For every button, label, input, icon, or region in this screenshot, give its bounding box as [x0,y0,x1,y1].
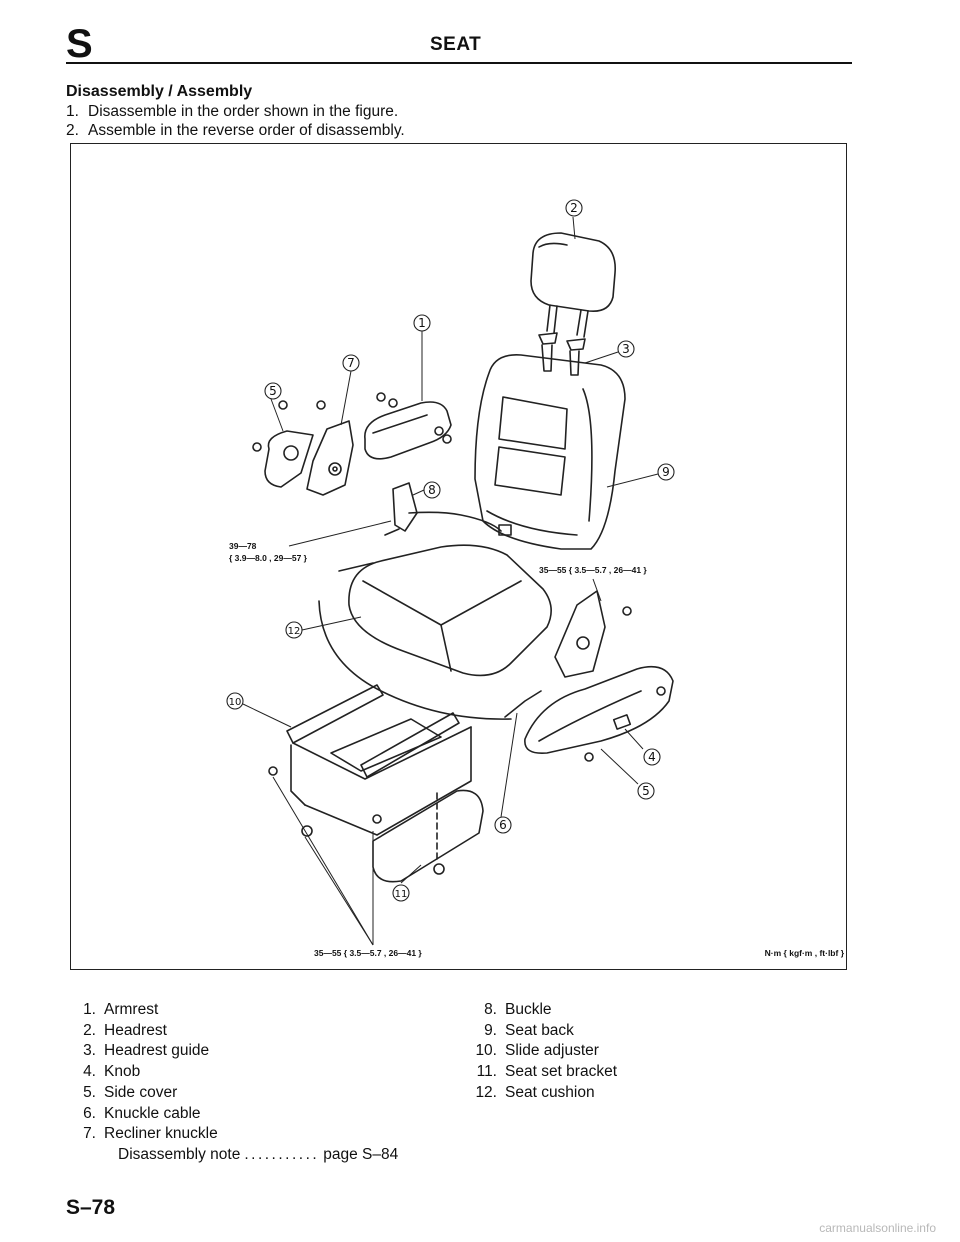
item-label: Slide adjuster [505,1042,599,1060]
callout-5-left: 5 [269,384,277,398]
recliner-knuckle-drawing [252,400,354,496]
item-number: 2. [83,1021,96,1039]
callout-3: 3 [622,342,630,356]
step-number: 1. [66,103,79,120]
list-item: 1. Armrest [66,1000,398,1021]
torque-left-line2: { 3.9—8.0 , 29—57 } [229,553,308,563]
item-number: 5. [83,1083,96,1101]
parts-list-left: 1. Armrest 2. Headrest 3. Headrest guide 4.… [66,1000,398,1166]
item-number: 11. [476,1063,497,1081]
callout-12: 12 [288,626,301,637]
list-item: 12. Seat cushion [460,1083,617,1104]
callout-8: 8 [428,483,436,497]
seat-cushion-drawing [318,544,552,720]
list-item: 10. Slide adjuster [460,1041,617,1062]
list-item: 6. Knuckle cable [66,1104,398,1125]
item-number: 7. [83,1125,96,1143]
list-item: 7. Recliner knuckle [66,1124,398,1145]
item-number: 9. [484,1021,497,1039]
item-label: Armrest [104,1001,159,1018]
step-2: 2. Assemble in the reverse order of disas… [66,122,405,140]
disassembly-note: Disassembly note...........page S–84 [66,1145,398,1166]
leader-lines [242,216,659,946]
callout-6: 6 [499,818,507,832]
item-number: 8. [484,1001,497,1018]
step-number: 2. [66,122,79,139]
callout-7: 7 [347,356,355,370]
list-item: 9. Seat back [460,1021,617,1042]
step-1: 1. Disassemble in the order shown in the … [66,103,398,121]
list-item: 8. Buckle [460,1000,617,1021]
item-number: 6. [83,1104,96,1122]
list-item: 11. Seat set bracket [460,1062,617,1083]
list-item: 5. Side cover [66,1083,398,1104]
armrest-drawing [364,392,452,460]
item-label: Seat set bracket [505,1063,618,1081]
watermark: carmanualsonline.info [819,1221,936,1235]
callout-11: 11 [395,889,408,900]
item-number: 3. [83,1042,96,1060]
item-label: Knob [104,1063,141,1081]
callout-numbers: 1 2 3 4 5 5 6 7 8 9 10 11 12 [229,201,670,900]
item-label: Headrest [104,1021,167,1039]
seat-exploded-diagram: 1 2 3 4 5 5 6 7 8 9 10 11 12 39—78 { 3.9… [226,199,845,958]
step-text: Disassemble in the order shown in the fi… [88,103,399,120]
item-number: 12. [475,1083,497,1101]
note-leader-dots: ........... [244,1145,320,1163]
callout-markers [226,199,675,902]
item-label: Buckle [505,1001,552,1018]
note-page-ref: page S–84 [323,1145,399,1163]
step-text: Assemble in the reverse order of disasse… [88,122,405,139]
callout-4: 4 [648,750,656,764]
item-label: Seat back [505,1021,574,1039]
list-item: 2. Headrest [66,1021,398,1042]
callout-1: 1 [418,316,426,330]
parts-list-right: 8. Buckle 9. Seat back 10. Slide adjuster 1… [460,1000,617,1104]
item-number: 1. [83,1001,96,1018]
torque-bottom: 35—55 { 3.5—5.7 , 26—41 } [314,948,422,958]
item-label: Seat cushion [505,1083,595,1101]
seat-set-bracket-drawing [301,789,484,883]
note-label: Disassembly note [118,1145,241,1163]
torque-labels: 39—78 { 3.9—8.0 , 29—57 } 35—55 { 3.5—5.… [229,541,845,958]
callout-9: 9 [662,465,670,479]
item-number: 4. [83,1063,96,1081]
torque-left-line1: 39—78 [229,541,257,551]
callout-10: 10 [229,697,242,708]
buckle-drawing [384,482,512,536]
item-label: Knuckle cable [104,1104,201,1122]
torque-right: 35—55 { 3.5—5.7 , 26—41 } [539,565,647,575]
item-label: Recliner knuckle [104,1125,218,1143]
callout-5-right: 5 [642,784,650,798]
item-number: 10. [475,1042,497,1060]
item-label: Side cover [104,1083,178,1101]
slide-adjuster-drawing [268,684,472,836]
item-label: Headrest guide [104,1042,210,1060]
section-title: SEAT [430,34,482,55]
section-letter: S [66,22,93,66]
list-item: 3. Headrest guide [66,1041,398,1062]
headrest-drawing [530,232,616,338]
page-heading: Disassembly / Assembly [66,83,253,100]
callout-2: 2 [570,201,578,215]
exploded-view-figure: 1 2 3 4 5 5 6 7 8 9 10 11 12 39—78 { 3.9… [70,143,847,970]
header-rule [66,62,852,64]
right-side-cover-drawing [504,590,674,762]
seat-back-drawing [474,354,626,550]
headrest-guides-drawing [538,332,586,376]
page-number: S–78 [66,1196,116,1219]
torque-units: N·m { kgf·m , ft·lbf } [765,948,845,958]
list-item: 4. Knob [66,1062,398,1083]
